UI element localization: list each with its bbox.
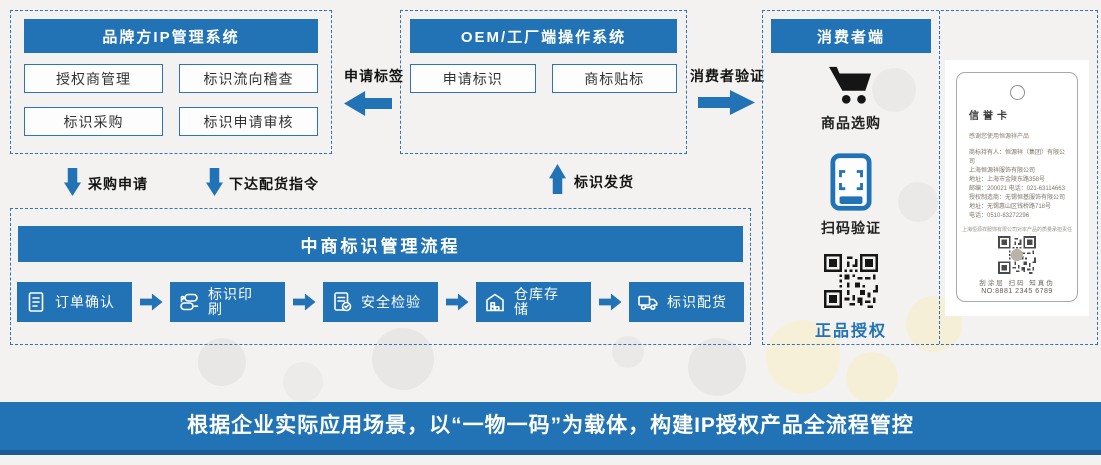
tag-hole bbox=[1009, 85, 1025, 100]
tag-line: 上海恒源祥服饰有限公司 bbox=[969, 168, 1036, 174]
process-step-label-printing: 标识印 刷 bbox=[170, 282, 285, 322]
tag-line: 授权制造商：无锡恒基服饰有限公司 bbox=[969, 195, 1066, 201]
flow-label-consumer-verify: 消费者验证 bbox=[690, 68, 765, 84]
consumer-step-label: 商品选购 bbox=[821, 115, 881, 131]
brand-item-label-purchase: 标识采购 bbox=[24, 107, 163, 136]
tag-line: 邮编：200021 电话：021-63114663 bbox=[969, 186, 1065, 192]
tag-line: 地址：无锡惠山区钱桥路718号 bbox=[969, 204, 1052, 210]
hang-tag: 信誉卡 感谢您使用恒源祥产品 商标持有人：恒源祥（集团）有限公司 上海恒源祥服饰… bbox=[956, 72, 1078, 302]
label-management-process-panel: 中商标识管理流程 订单确认 标识印 刷 bbox=[10, 208, 751, 345]
oem-factory-panel: OEM/工厂端操作系统 申请标识 商标贴标 bbox=[400, 10, 687, 154]
background-circle bbox=[766, 320, 840, 394]
arrow-right-icon bbox=[292, 293, 316, 311]
brand-item-label-flow-audit: 标识流向稽查 bbox=[179, 64, 318, 93]
oem-item-trademark-sticking: 商标贴标 bbox=[551, 64, 677, 93]
scan-phone-icon bbox=[830, 153, 872, 211]
consumer-panel: 消费者端 商品选购 扫码验证 正品授权 bbox=[762, 10, 1098, 345]
banner-bottom-strip bbox=[0, 450, 1101, 455]
process-step-label-distribution: 标识配货 bbox=[629, 282, 744, 322]
arrow-down-icon bbox=[64, 168, 81, 196]
tag-serial-number: NO:8881 2345 6789 bbox=[981, 288, 1053, 295]
flow-label-label-shipping: 标识发货 bbox=[574, 174, 634, 190]
tag-line: 电话：0510-83272296 bbox=[969, 213, 1030, 219]
credit-card-image: 信誉卡 感谢您使用恒源祥产品 商标持有人：恒源祥（集团）有限公司 上海恒源祥服饰… bbox=[945, 60, 1089, 316]
background-circle bbox=[372, 328, 434, 390]
cart-icon bbox=[829, 66, 872, 104]
process-step-label: 订单确认 bbox=[55, 293, 115, 310]
process-step-order-confirm: 订单确认 bbox=[17, 282, 132, 322]
tag-line: 商标持有人：恒源祥（集团）有限公司 bbox=[969, 150, 1066, 165]
arrow-right-icon bbox=[698, 90, 755, 115]
brand-ip-system-panel: 品牌方IP管理系统 授权商管理 标识流向稽查 标识采购 标识申请审核 bbox=[10, 10, 332, 154]
arrow-right-icon bbox=[139, 293, 163, 311]
brand-item-authorized-dealer-mgmt: 授权商管理 bbox=[24, 64, 163, 93]
brand-item-label-apply-review: 标识申请审核 bbox=[179, 107, 318, 136]
flow-label-apply-tag: 申请标签 bbox=[344, 68, 404, 84]
process-step-label: 标识印 刷 bbox=[208, 286, 253, 317]
print-icon bbox=[180, 293, 199, 311]
tag-disclaimer: 上海恒源祥服饰有限公司对本产品的质量承担责任 bbox=[961, 227, 1072, 233]
arrow-down-icon bbox=[206, 168, 223, 196]
truck-icon bbox=[638, 295, 658, 310]
brand-panel-title: 品牌方IP管理系统 bbox=[24, 19, 318, 53]
arrow-left-icon bbox=[344, 91, 392, 116]
tag-scratch-line: 刮涂层 扫码 知真伪 bbox=[979, 280, 1055, 287]
background-circle bbox=[688, 338, 746, 396]
consumer-panel-title: 消费者端 bbox=[771, 19, 931, 53]
consumer-step-label: 扫码验证 bbox=[821, 220, 881, 236]
flow-label-purchase-request: 采购申请 bbox=[88, 176, 148, 192]
background-circle bbox=[872, 68, 916, 112]
process-step-safety-inspection: 安全检验 bbox=[323, 282, 438, 322]
order-icon bbox=[28, 292, 44, 312]
process-panel-title: 中商标识管理流程 bbox=[18, 226, 743, 262]
process-step-label: 安全检验 bbox=[361, 293, 421, 310]
tag-title: 信誉卡 bbox=[969, 111, 1011, 122]
qr-code bbox=[824, 254, 878, 308]
tag-line: 地址：上海市金陵东路358号 bbox=[969, 177, 1046, 183]
tag-qr-code bbox=[998, 236, 1036, 274]
arrow-right-icon bbox=[445, 293, 469, 311]
process-step-label: 仓库存 储 bbox=[514, 286, 559, 317]
background-circle bbox=[898, 182, 938, 222]
tag-info-lines: 商标持有人：恒源祥（集团）有限公司 上海恒源祥服饰有限公司 地址：上海市金陵东路… bbox=[969, 149, 1067, 221]
consumer-step-label: 正品授权 bbox=[814, 323, 887, 340]
background-circle bbox=[612, 336, 644, 368]
oem-item-apply-label: 申请标识 bbox=[410, 64, 536, 93]
arrow-up-icon bbox=[549, 164, 566, 194]
bottom-banner: 根据企业实际应用场景，以“一物一码”为载体，构建IP授权产品全流程管控 bbox=[0, 402, 1101, 450]
tag-thanks-line: 感谢您使用恒源祥产品 bbox=[969, 134, 1030, 140]
background-circle bbox=[198, 338, 246, 386]
process-step-warehouse-storage: 仓库存 储 bbox=[476, 282, 591, 322]
warehouse-icon bbox=[486, 293, 504, 312]
banner-text: 根据企业实际应用场景，以“一物一码”为载体，构建IP授权产品全流程管控 bbox=[187, 414, 914, 437]
panel-divider bbox=[939, 11, 940, 344]
background-circle bbox=[283, 362, 323, 402]
flow-label-dispatch-order: 下达配货指令 bbox=[229, 176, 319, 192]
process-step-label: 标识配货 bbox=[667, 293, 727, 310]
oem-panel-title: OEM/工厂端操作系统 bbox=[410, 19, 677, 53]
inspect-icon bbox=[334, 292, 352, 312]
background-circle bbox=[846, 352, 898, 404]
arrow-right-icon bbox=[598, 293, 622, 311]
